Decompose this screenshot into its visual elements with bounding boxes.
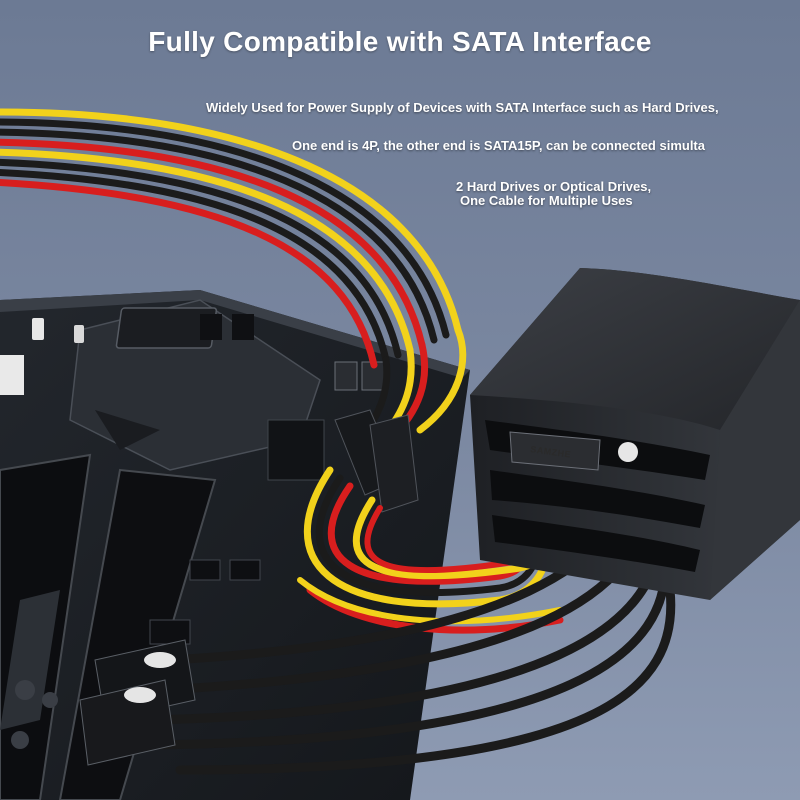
atx-header <box>267 419 325 481</box>
description-line-2: One end is 4P, the other end is SATA15P,… <box>292 138 705 153</box>
connector-block: SAMZHE <box>470 268 800 600</box>
motherboard <box>0 290 470 800</box>
sata-port <box>334 361 358 391</box>
power-cable-bundle <box>0 108 467 454</box>
headline: Fully Compatible with SATA Interface <box>148 26 652 57</box>
sata-plugs-bottom <box>79 639 196 766</box>
description-line-1: Widely Used for Power Supply of Devices … <box>206 100 719 115</box>
description-line-4: One Cable for Multiple Uses <box>460 193 633 208</box>
description-line-3: 2 Hard Drives or Optical Drives, <box>456 179 652 194</box>
sata-connector-pair <box>334 409 419 513</box>
